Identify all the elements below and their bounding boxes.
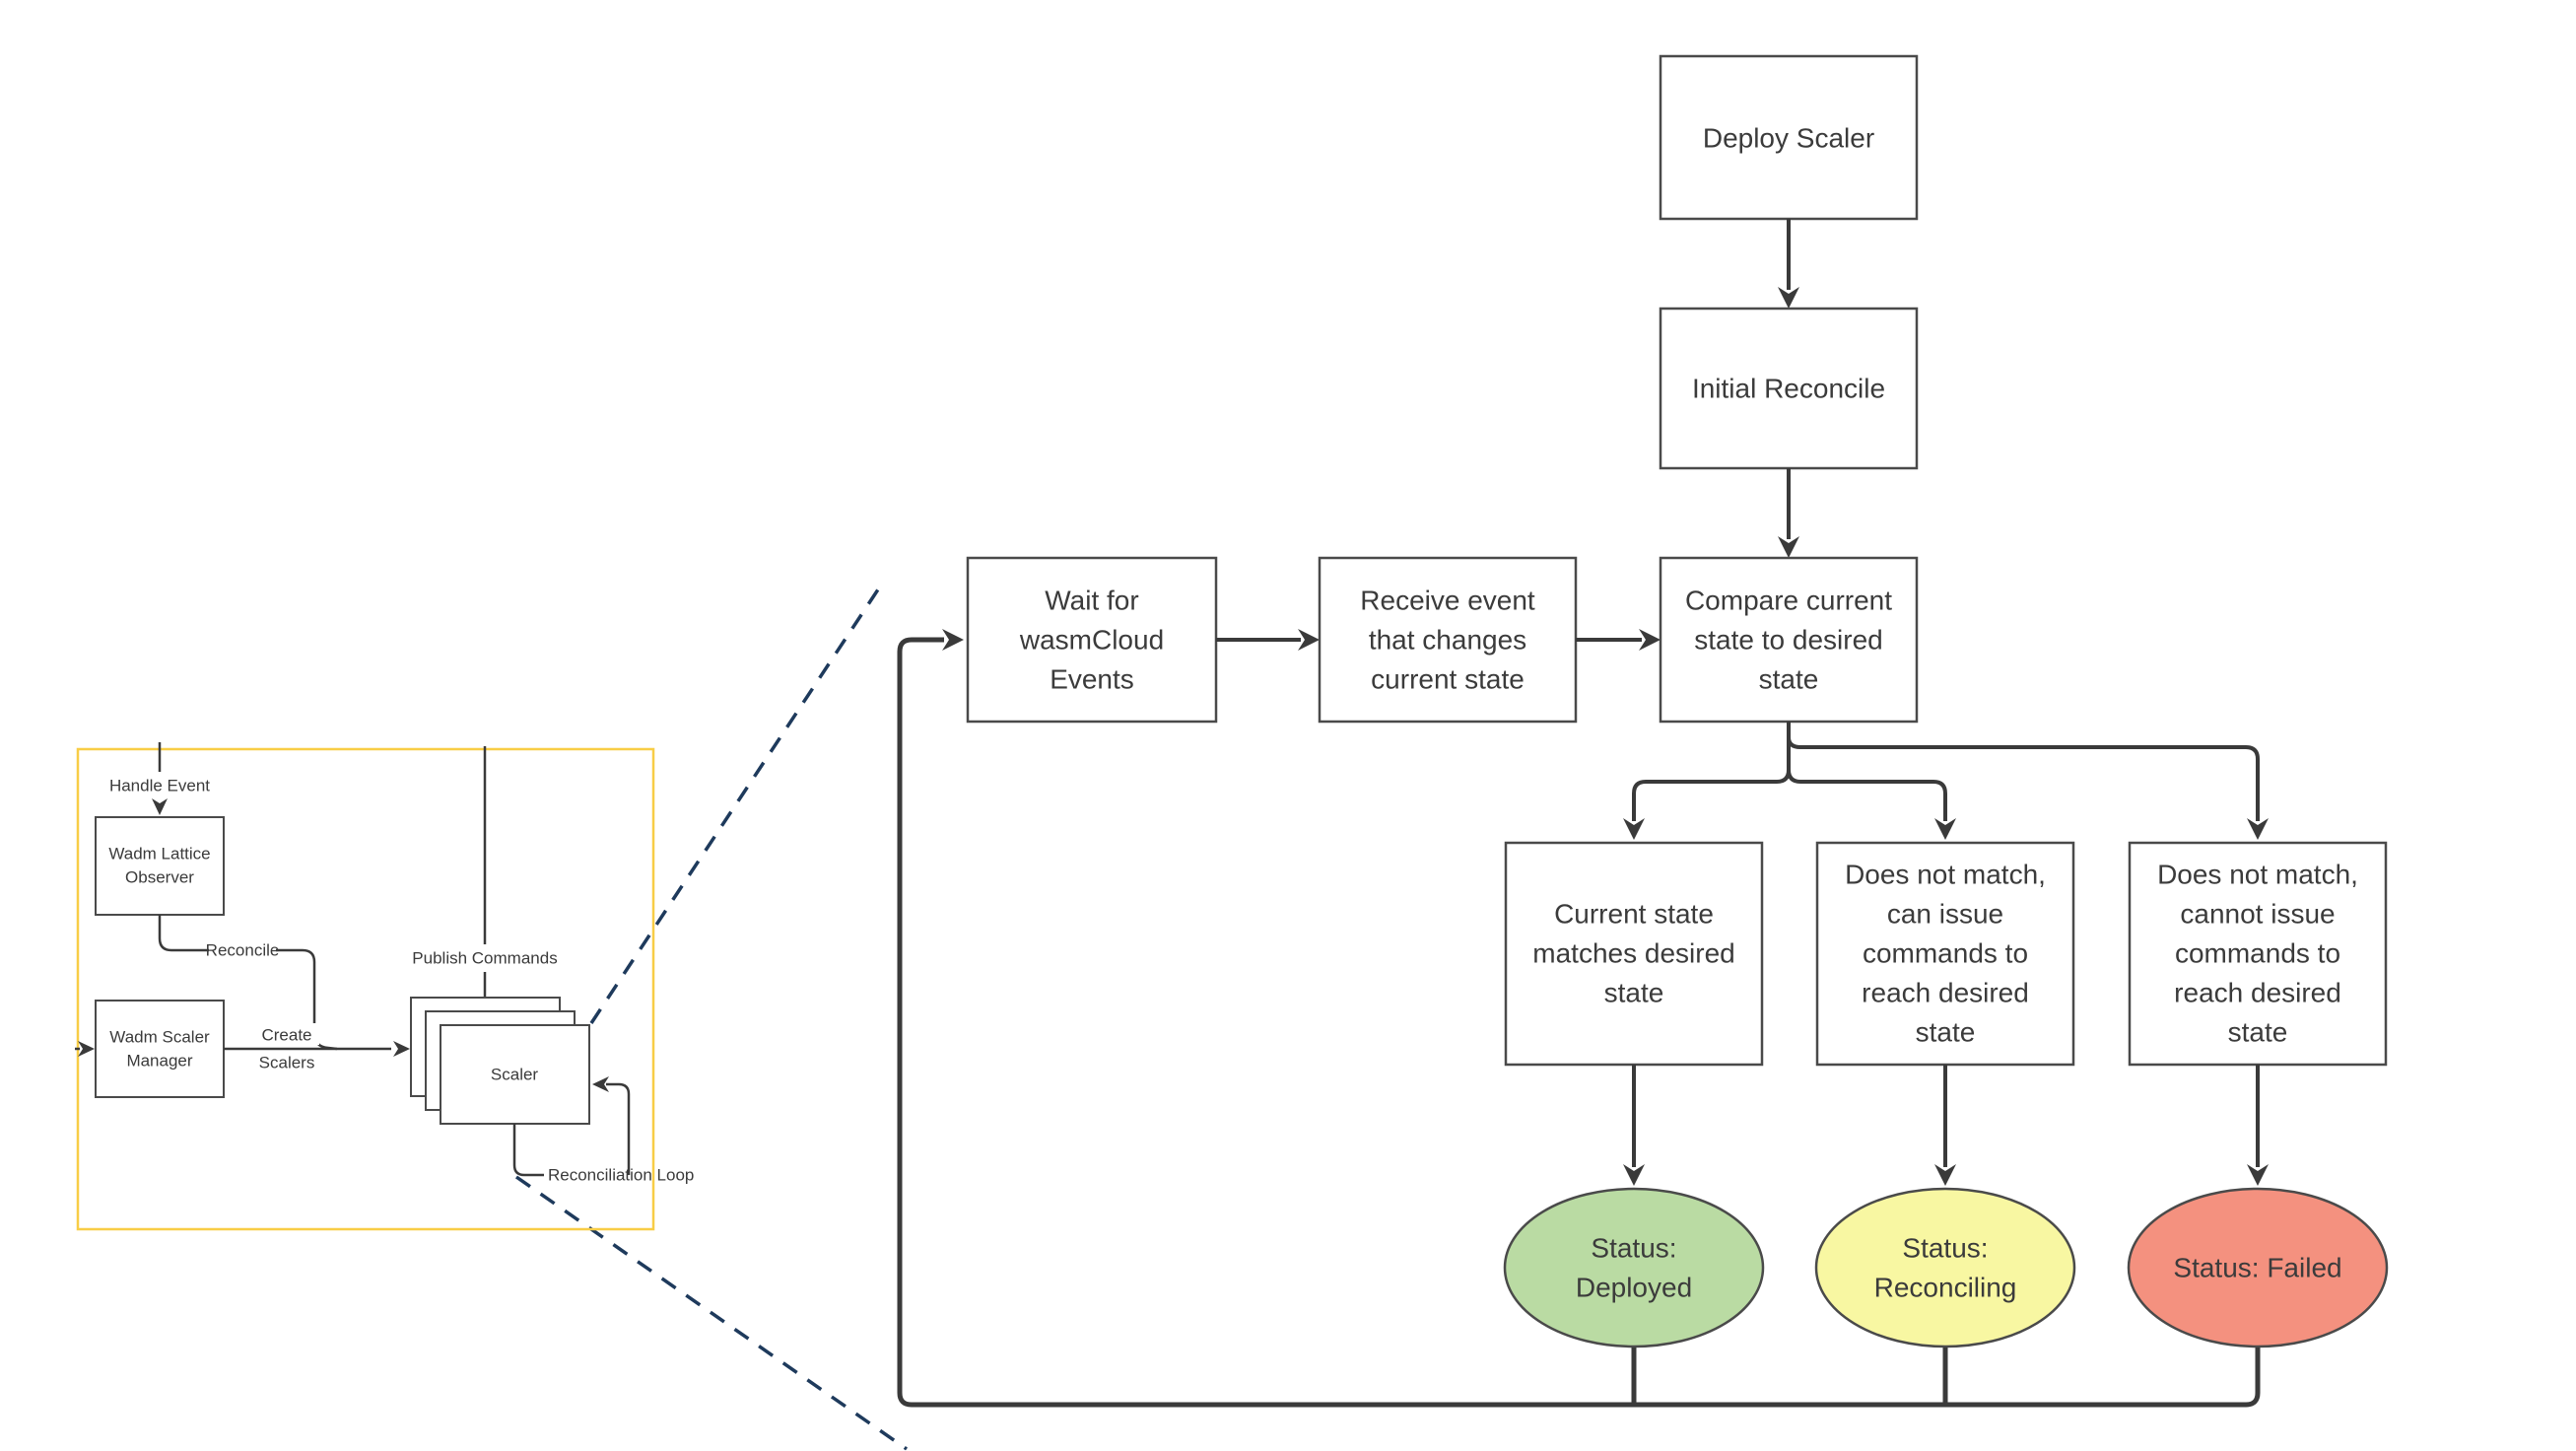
status-failed-label: Status: Failed — [2173, 1253, 2341, 1283]
status-deployed-label-line1: Status: — [1591, 1233, 1676, 1264]
handle-event-label-bg — [108, 772, 211, 798]
reconcile-label-bg — [209, 937, 276, 963]
cannot-issue-to-failed-arrowhead — [2247, 1164, 2269, 1186]
mini-loop-arrowhead — [592, 1076, 609, 1092]
state-matches-box — [1504, 841, 1764, 1067]
branch-right-arrowhead — [2247, 818, 2269, 840]
magnification-connectors — [514, 583, 909, 1451]
receive-event-label-line1: Receive event — [1360, 586, 1535, 616]
dashed-zoom-line-bottom — [514, 1175, 909, 1451]
manager-inbound-arrowhead — [78, 1041, 95, 1057]
branch-right-connector — [1787, 722, 2260, 821]
mini-loop-up-segment — [606, 1082, 631, 1175]
cannot-issue-commands-box — [2128, 841, 2388, 1067]
yellow-frame — [76, 747, 655, 1231]
deploy-scaler-box — [1659, 54, 1919, 221]
status-reconciling-label-line1: Status: — [1902, 1233, 1988, 1264]
wadm-scaler-manager-box — [95, 1000, 225, 1098]
create-scalers-label-bg — [254, 1023, 319, 1045]
loop-to-wait-arrowhead — [942, 629, 964, 651]
mini-architecture-diagram: Handle Event Wadm Lattice Observer Recon… — [75, 742, 694, 1231]
status-reconciling-label-line2: Reconciling — [1874, 1273, 2017, 1303]
compare-state-box — [1659, 556, 1919, 724]
wadm-scaler-manager-label-line2: Manager — [126, 1052, 192, 1071]
state-matches-label-line2: matches desired — [1532, 938, 1734, 969]
create-scalers-label-line2: Scalers — [259, 1054, 315, 1072]
receive-event-box — [1318, 556, 1578, 724]
cannot-issue-label-line3: commands to — [2175, 938, 2340, 969]
state-matches-label-line3: state — [1604, 978, 1664, 1008]
wait-for-events-label-line3: Events — [1050, 664, 1134, 695]
initial-to-compare-arrowhead — [1778, 536, 1799, 558]
can-issue-label-line2: can issue — [1887, 899, 2003, 930]
mini-loop-down-segment — [512, 1124, 544, 1177]
handle-event-label: Handle Event — [109, 777, 210, 795]
can-issue-to-reconciling-arrowhead — [1934, 1164, 1956, 1186]
publish-commands-label-bg — [411, 944, 559, 972]
initial-reconcile-label: Initial Reconcile — [1692, 374, 1885, 404]
match-to-deployed-arrowhead — [1623, 1164, 1645, 1186]
wait-for-events-box — [966, 556, 1218, 724]
can-issue-label-line5: state — [1916, 1017, 1976, 1048]
dashed-zoom-line-top — [589, 583, 884, 1024]
receive-to-compare-arrowhead — [1639, 629, 1661, 651]
can-issue-commands-box — [1815, 841, 2075, 1067]
status-failed-ellipse — [2127, 1187, 2389, 1348]
can-issue-label-line4: reach desired — [1862, 978, 2029, 1008]
wadm-lattice-observer-label-line1: Wadm Lattice — [108, 845, 210, 864]
reconciliation-loop-label: Reconciliation Loop — [548, 1166, 694, 1185]
compare-state-label-line1: Compare current — [1685, 586, 1892, 616]
branch-middle-arrowhead — [1934, 818, 1956, 840]
wadm-lattice-observer-box — [95, 816, 225, 916]
publish-commands-label: Publish Commands — [412, 949, 557, 968]
compare-state-label-line3: state — [1759, 664, 1819, 695]
main-flowchart: Deploy Scaler Initial Reconcile Wait for… — [897, 54, 2389, 1408]
scaler-box — [440, 1024, 590, 1125]
create-scalers-label-line1: Create — [261, 1026, 311, 1045]
reconciliation-loop-connector — [897, 637, 2261, 1408]
branch-middle-connector — [1787, 769, 1947, 821]
scaler-label: Scaler — [491, 1066, 539, 1084]
receive-event-label-line2: that changes — [1369, 625, 1526, 656]
create-scalers-arrowhead — [393, 1041, 410, 1057]
can-issue-label-line1: Does not match, — [1845, 860, 2046, 890]
receive-event-label-line3: current state — [1371, 664, 1525, 695]
wadm-scaler-manager-label-line1: Wadm Scaler — [109, 1028, 210, 1047]
initial-reconcile-box — [1659, 307, 1919, 470]
create-scalers-label-bg2 — [254, 1053, 319, 1074]
reconcile-label: Reconcile — [206, 941, 280, 960]
status-deployed-ellipse — [1503, 1187, 1765, 1348]
status-reconciling-ellipse — [1814, 1187, 2076, 1348]
cannot-issue-label-line1: Does not match, — [2157, 860, 2358, 890]
deploy-scaler-label: Deploy Scaler — [1703, 123, 1874, 154]
branch-left-arrowhead — [1623, 818, 1645, 840]
cannot-issue-label-line5: state — [2228, 1017, 2288, 1048]
compare-state-label-line2: state to desired — [1694, 625, 1882, 656]
deploy-to-initial-arrowhead — [1778, 287, 1799, 309]
handle-event-arrowhead — [152, 798, 168, 815]
wait-for-events-label-line1: Wait for — [1045, 586, 1138, 616]
state-matches-label-line1: Current state — [1554, 899, 1714, 930]
can-issue-label-line3: commands to — [1863, 938, 2028, 969]
wadm-lattice-observer-label-line2: Observer — [125, 868, 194, 887]
status-deployed-label-line2: Deployed — [1576, 1273, 1692, 1303]
cannot-issue-label-line2: cannot issue — [2180, 899, 2335, 930]
cannot-issue-label-line4: reach desired — [2174, 978, 2341, 1008]
wait-to-receive-arrowhead — [1298, 629, 1320, 651]
wait-for-events-label-line2: wasmCloud — [1019, 625, 1164, 656]
branch-left-connector — [1632, 722, 1791, 821]
